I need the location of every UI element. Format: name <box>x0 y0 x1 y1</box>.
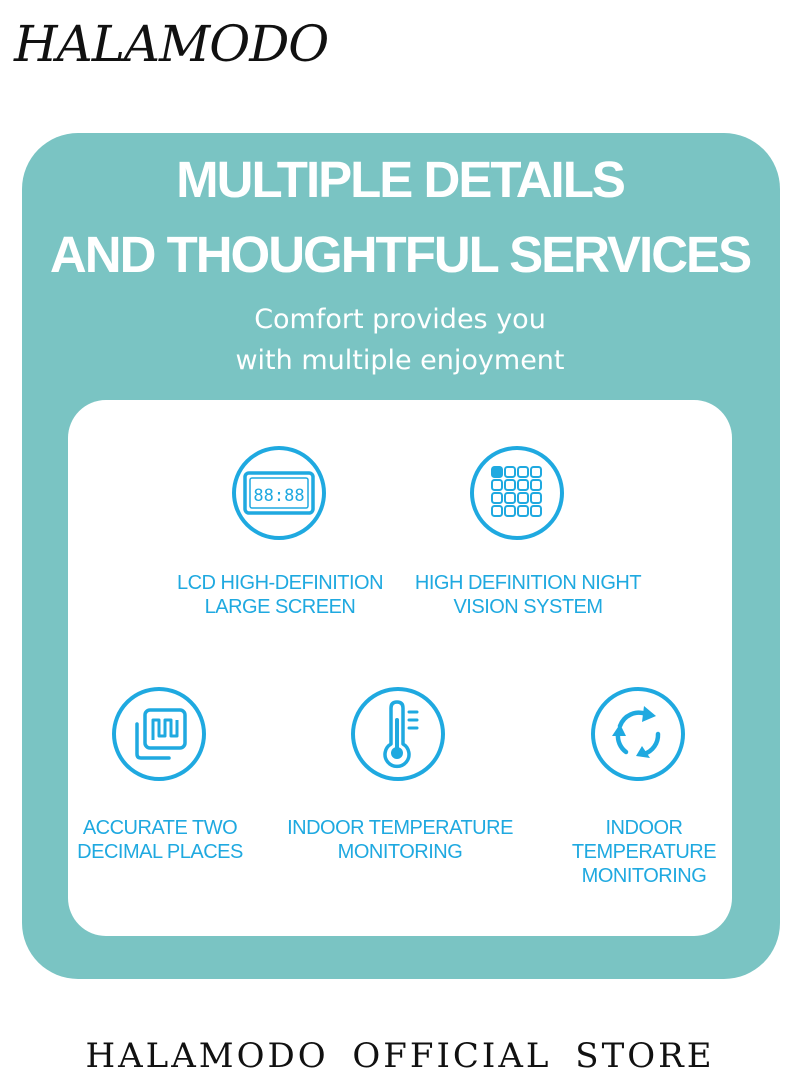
feature-label-line: HIGH DEFINITION NIGHT <box>414 572 642 594</box>
grid-cell <box>491 505 503 517</box>
lcd-screen-icon: 88:88 <box>232 446 326 540</box>
thermometer-icon <box>351 687 445 781</box>
grid-cell <box>504 479 516 491</box>
headline-line-1: MULTIPLE DETAILS <box>176 151 626 208</box>
feature-label-line: TEMPERATURE <box>571 841 717 863</box>
headline-line-2: AND THOUGHTFUL SERVICES <box>49 226 752 283</box>
feature-label-line: LCD HIGH-DEFINITION <box>176 572 384 594</box>
grid-cell <box>530 492 542 504</box>
feature-label-line: ACCURATE TWO <box>82 817 238 839</box>
grid-cell <box>530 505 542 517</box>
grid-cell <box>491 492 503 504</box>
refresh-cycle-icon <box>591 687 685 781</box>
feature-label-line: DECIMAL PLACES <box>77 841 243 863</box>
grid-cell <box>517 492 529 504</box>
feature-label-lcd: LCD HIGH-DEFINITION LARGE SCREEN <box>160 571 400 619</box>
store-footer: HALAMODO OFFICIAL STORE <box>85 1036 715 1076</box>
feature-label-refresh: INDOOR TEMPERATURE MONITORING <box>544 816 744 888</box>
feature-label-decimal: ACCURATE TWO DECIMAL PLACES <box>60 816 260 864</box>
grid-cell <box>530 479 542 491</box>
brand-logo: HALAMODO <box>14 15 329 73</box>
feature-label-line: VISION SYSTEM <box>453 596 603 618</box>
grid-cell <box>517 479 529 491</box>
feature-label-night-vision: HIGH DEFINITION NIGHT VISION SYSTEM <box>398 571 658 619</box>
feature-label-line: INDOOR TEMPERATURE <box>287 817 513 839</box>
features-panel <box>68 400 732 936</box>
feature-label-thermometer: INDOOR TEMPERATURE MONITORING <box>276 816 524 864</box>
subtitle-line-1: Comfort provides you <box>254 304 546 335</box>
grid-cell <box>491 466 503 478</box>
feature-label-line: INDOOR <box>605 817 684 839</box>
grid-cell <box>504 505 516 517</box>
feature-label-line: LARGE SCREEN <box>204 596 356 618</box>
feature-label-line: MONITORING <box>337 841 463 863</box>
grid-cell <box>530 466 542 478</box>
grid-cell <box>504 492 516 504</box>
subtitle-line-2: with multiple enjoyment <box>235 345 565 376</box>
lcd-digits-text: 88:88 <box>253 486 304 506</box>
grid-cell <box>517 505 529 517</box>
feature-label-line: MONITORING <box>581 865 707 887</box>
grid-cell <box>491 479 503 491</box>
decimal-precision-icon <box>112 687 206 781</box>
night-vision-grid-icon <box>470 446 564 540</box>
grid-cell <box>504 466 516 478</box>
grid-cell <box>517 466 529 478</box>
